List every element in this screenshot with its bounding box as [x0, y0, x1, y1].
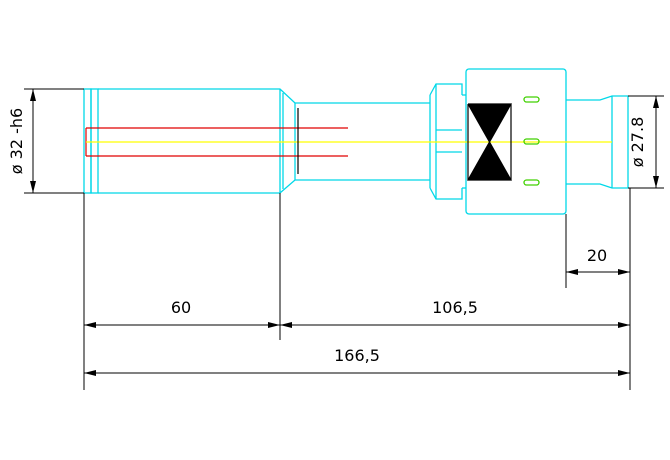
arrow-head: [653, 96, 659, 108]
shank-diameter-label: ø 32 -h6: [7, 108, 26, 174]
shank-end-ring: [83, 88, 92, 194]
arrow-head: [618, 269, 630, 275]
internal-details: [297, 103, 513, 181]
head-mark-middle: [523, 138, 540, 145]
arrow-head: [30, 89, 36, 101]
total-length-label: 166,5: [334, 346, 380, 365]
shank-end-ring-2: [90, 88, 99, 194]
body-length-label: 106,5: [432, 298, 478, 317]
dim-row-1: 60 106,5: [84, 298, 630, 328]
head-mark-bottom: [523, 179, 540, 186]
arrow-head: [268, 322, 280, 328]
arrow-head: [280, 322, 292, 328]
output-diameter-label: ø 27.8: [628, 117, 647, 168]
extension-lines: [83, 188, 631, 390]
dim-total-length: 166,5: [84, 346, 630, 376]
head-marks: [523, 96, 540, 186]
arrow-head: [653, 176, 659, 188]
arrow-head: [84, 322, 96, 328]
dim-output-diameter: ø 27.8: [628, 95, 664, 189]
dim-output-length: 20: [566, 246, 630, 275]
dim-shank-diameter: ø 32 -h6: [7, 88, 84, 194]
output-spindle: [566, 95, 629, 189]
arrow-head: [30, 181, 36, 193]
flange-top: [429, 83, 463, 96]
arrow-head: [618, 370, 630, 376]
arrow-head: [84, 370, 96, 376]
output-length-label: 20: [587, 246, 607, 265]
arrow-head: [566, 269, 578, 275]
shank-bottom-edge: [98, 179, 430, 194]
arrow-head: [618, 322, 630, 328]
shank-length-label: 60: [171, 298, 191, 317]
head-mark-top: [523, 96, 540, 103]
flange-bottom: [429, 187, 463, 200]
shank-top-edge: [98, 88, 430, 104]
